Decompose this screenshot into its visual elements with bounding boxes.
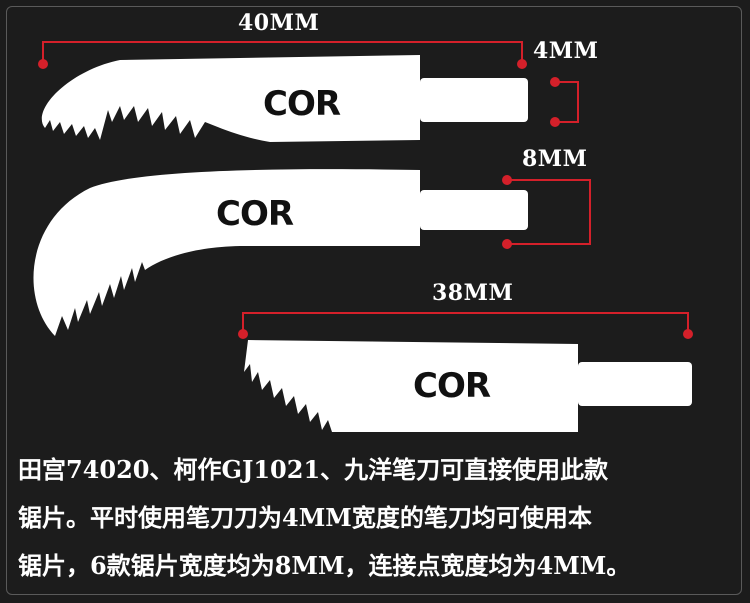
cor-logo: COR bbox=[413, 366, 491, 406]
dimension-point bbox=[238, 329, 248, 339]
dimension-point bbox=[38, 59, 48, 69]
dimension-line-40mm bbox=[42, 41, 523, 64]
cor-logo: COR bbox=[263, 84, 341, 124]
dimension-label-4mm: 4MM bbox=[533, 38, 599, 64]
straight-saw-blade bbox=[244, 340, 692, 432]
content-frame bbox=[6, 6, 742, 595]
dimension-line-8mm bbox=[507, 179, 591, 245]
dimension-point bbox=[517, 59, 527, 69]
dimension-point bbox=[502, 175, 512, 185]
dimension-label-40mm: 40MM bbox=[238, 10, 320, 36]
description-line: 锯片。平时使用笔刀刀为4MM宽度的笔刀均可使用本 bbox=[18, 503, 592, 532]
dimension-point bbox=[550, 77, 560, 87]
description-line: 田宫74020、柯作GJ1021、九洋笔刀可直接使用此款 bbox=[18, 455, 609, 484]
cor-logo: COR bbox=[216, 194, 294, 234]
dimension-line-38mm bbox=[242, 312, 689, 334]
description-line: 锯片，6款锯片宽度均为8MM，连接点宽度均为4MM。 bbox=[18, 551, 631, 580]
dimension-label-38mm: 38MM bbox=[432, 280, 514, 306]
compatibility-description: 田宫74020、柯作GJ1021、九洋笔刀可直接使用此款 锯片。平时使用笔刀刀为… bbox=[18, 446, 748, 590]
dimension-label-8mm: 8MM bbox=[522, 146, 588, 172]
dimension-point bbox=[683, 329, 693, 339]
dimension-line-4mm bbox=[555, 81, 579, 123]
dimension-point bbox=[502, 239, 512, 249]
dimension-point bbox=[550, 117, 560, 127]
hook-saw-blade-large bbox=[33, 169, 528, 336]
hook-saw-blade-small bbox=[41, 55, 528, 142]
